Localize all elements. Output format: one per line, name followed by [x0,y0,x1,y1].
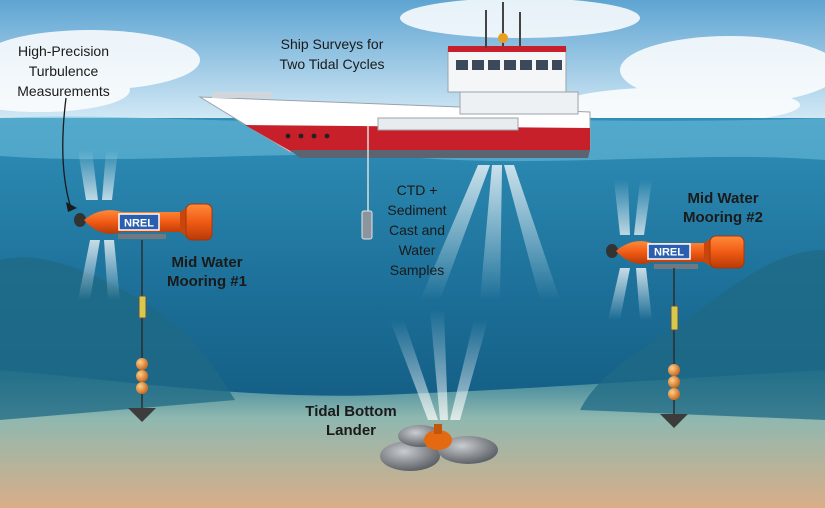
ctd-probe [361,210,373,240]
mooring1-sensor [138,295,147,319]
clouds [0,0,825,123]
mooring2-floats [668,364,680,400]
mooring2-anchor [660,414,688,428]
mooring2-beams-down [608,268,652,320]
mooring1-beams-down [78,240,120,300]
ship-sonar-beams [420,165,560,300]
lander-beams [390,310,488,420]
tidal-bottom-lander [380,424,498,471]
turbulence-label: High-Precision Turbulence Measurements [17,43,110,99]
turbulence-pointer [62,97,71,206]
ctd-label: CTD + Sediment Cast and Water Samples [387,182,447,278]
mooring2-label: Mid Water Mooring #2 [682,190,763,226]
mooring1-beams-up [78,150,118,200]
mooring1-label: Mid Water Mooring #1 [166,254,247,290]
survey-ship [198,2,591,158]
right-reef [580,250,825,420]
mooring1-instrument [74,203,213,241]
turbulence-arrowhead [66,202,77,212]
mooring2-sensor [670,305,679,331]
mooring2-beams-up [614,180,652,235]
left-reef [0,257,235,420]
mooring1-anchor [128,408,156,422]
lander-label: Tidal Bottom Lander [305,403,397,439]
mooring2-instrument [606,235,745,269]
mooring1-floats [136,358,148,394]
mooring2-logo: NREL [654,247,684,259]
mooring1-logo: NREL [124,218,154,230]
ship-survey-label: Ship Surveys for Two Tidal Cycles [279,36,385,72]
